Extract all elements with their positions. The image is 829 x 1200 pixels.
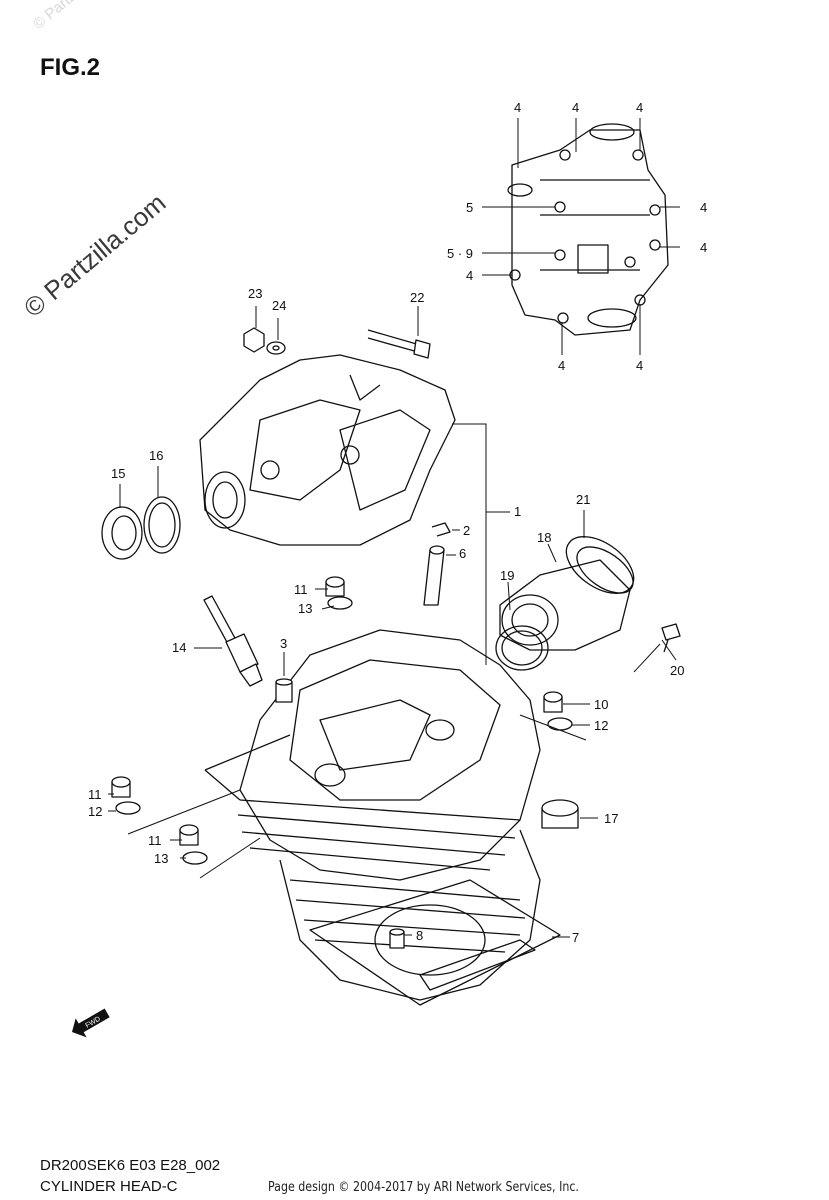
cylinder-block[interactable] [279,829,541,1001]
callout-13: 13 [154,851,168,866]
camshaft-housing[interactable] [199,354,456,546]
callout-13: 13 [298,601,312,616]
callout-4: 4 [514,100,521,115]
cylinder-head[interactable] [204,629,541,881]
o-ring-16[interactable] [143,496,181,554]
intake-pipe-18[interactable] [499,559,631,651]
callout-5: 5 [466,200,473,215]
callout-4: 4 [558,358,565,373]
cap-15[interactable] [101,506,143,560]
callout-5-9: 5 · 9 [447,246,473,261]
callout-16: 16 [149,448,163,463]
callout-6: 6 [459,546,466,561]
callout-21: 21 [576,492,590,507]
callout-4: 4 [466,268,473,283]
callout-2: 2 [463,523,470,538]
fwd-arrow-icon: FWD [72,1008,110,1038]
callout-20: 20 [670,663,684,678]
callout-4: 4 [636,358,643,373]
nut-23[interactable] [243,327,265,353]
callout-11: 11 [88,787,102,802]
washer-12-right[interactable] [547,717,573,731]
valve-guide-6[interactable] [423,545,445,606]
callout-4: 4 [700,240,707,255]
callout-1: 1 [514,504,521,519]
cylinder-head-cover[interactable] [507,123,669,336]
guide-3[interactable] [275,678,293,703]
callout-11: 11 [294,582,308,597]
gasket-7[interactable] [309,879,561,1006]
callout-4: 4 [572,100,579,115]
nut-10[interactable] [543,691,563,713]
callout-14: 14 [172,640,186,655]
callout-12: 12 [594,718,608,733]
callout-4: 4 [700,200,707,215]
callout-12: 12 [88,804,102,819]
nut-11-mid[interactable] [111,776,131,798]
callout-17: 17 [604,811,618,826]
figure-title: FIG.2 [40,54,101,81]
callout-4: 4 [636,100,643,115]
spark-plug-14[interactable] [203,595,263,687]
cap-17[interactable] [541,799,579,829]
washer-13-low[interactable] [182,851,208,865]
callout-24: 24 [272,298,286,313]
callout-11: 11 [148,833,162,848]
clamp-21[interactable] [556,525,643,605]
o-ring-19[interactable] [495,625,549,671]
washer-12-left[interactable] [115,801,141,815]
callout-18: 18 [537,530,551,545]
clip-2[interactable] [431,522,451,537]
nut-11-low[interactable] [179,824,199,846]
washer-13-top[interactable] [327,596,353,610]
fwd-label: FWD [84,1016,101,1030]
callout-15: 15 [111,466,125,481]
nut-11-top[interactable] [325,576,345,597]
leader-lines [108,118,680,938]
diagram-name: CYLINDER HEAD-C [40,1178,178,1195]
dowel-pin-8[interactable] [389,928,405,949]
callout-3: 3 [280,636,287,651]
callout-23: 23 [248,286,262,301]
callout-10: 10 [594,697,608,712]
callout-8: 8 [416,928,423,943]
callout-22: 22 [410,290,424,305]
copyright-notice: Page design © 2004-2017 by ARI Network S… [268,1180,579,1195]
callout-19: 19 [500,568,514,583]
bolt-22[interactable] [367,329,431,359]
callout-7: 7 [572,930,579,945]
washer-24[interactable] [266,341,286,355]
diagram-code: DR200SEK6 E03 E28_002 [40,1157,221,1174]
callout-labels: 4 4 4 5 4 5 · 9 4 4 4 4 4 23 24 22 15 16… [88,100,707,945]
screw-20[interactable] [661,623,681,653]
